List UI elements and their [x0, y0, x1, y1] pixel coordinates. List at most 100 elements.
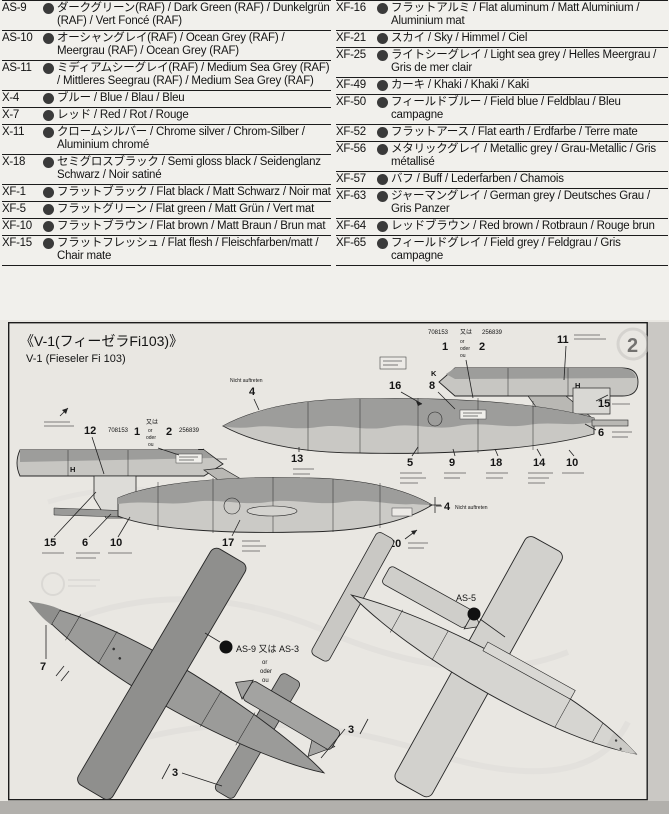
paint-table-row: XF-16 フラットアルミ / Flat aluminum / Matt Alu…: [336, 0, 668, 31]
paint-table-row: XF-63 ジャーマングレイ / German grey / Deutsches…: [336, 189, 668, 219]
paint-description: バフ / Buff / Lederfarben / Chamois: [391, 173, 564, 185]
page-bottom-band: [0, 801, 669, 814]
label-k: K: [431, 369, 437, 378]
paint-color-dot-icon: [43, 221, 54, 232]
paint-color-dot-icon: [43, 3, 54, 14]
v1-painting-diagram: 2 《V-1(フィーゼラFi103)》 V-1 (Fieseler Fi 103…: [8, 322, 648, 801]
paint-description: フラットアース / Flat earth / Erdfarbe / Terre …: [391, 126, 638, 138]
paint-color-dot-icon: [377, 80, 388, 91]
callout-2a: 2: [479, 341, 485, 353]
paint-description: スカイ / Sky / Himmel / Ciel: [391, 32, 528, 44]
note-nicht-auftreten-a: Nicht auftreten: [230, 378, 263, 384]
paint-color-dot-icon: [377, 50, 388, 61]
paint-description: レッド / Red / Rot / Rouge: [57, 109, 189, 121]
paint-table-row: X-7 レッド / Red / Rot / Rouge: [2, 108, 331, 125]
paint-code: AS-9: [2, 2, 27, 14]
callout-4b: 4: [444, 501, 451, 513]
callout-15a: 15: [598, 398, 610, 410]
paint-color-dot-icon: [43, 63, 54, 74]
callout-1a: 1: [442, 341, 448, 353]
paint-description: フラットアルミ / Flat aluminum / Matt Aluminium…: [391, 2, 640, 27]
alt-oder-as9: oder: [260, 669, 272, 675]
paint-table-row: XF-50 フィールドブルー / Field blue / Feldblau /…: [336, 95, 668, 125]
paint-description: クロームシルバー / Chrome silver / Chrom-Silber …: [57, 126, 305, 151]
label-h-a: H: [575, 381, 580, 390]
paint-label-as5: AS-5: [456, 593, 476, 603]
paint-code: XF-16: [336, 2, 366, 14]
side-view-b: [16, 449, 441, 533]
paint-table-row: XF-57 バフ / Buff / Lederfarben / Chamois: [336, 172, 668, 189]
paint-code: X-18: [2, 156, 26, 168]
paint-description: フラットブラック / Flat black / Matt Schwarz / N…: [57, 186, 331, 198]
paint-description: ミディアムシーグレイ(RAF) / Medium Sea Grey (RAF) …: [57, 62, 330, 87]
alt-ou-b: ou: [148, 442, 154, 448]
airframe-light: [311, 532, 638, 798]
paint-color-dot-icon: [43, 204, 54, 215]
callout-1b: 1: [134, 426, 140, 438]
callout-12: 12: [84, 425, 96, 437]
alt-or-a: or: [460, 339, 465, 345]
paint-description: セミグロスブラック / Semi gloss black / Seidengla…: [57, 156, 321, 181]
callout-8: 8: [429, 380, 435, 392]
alt-ou-as9: ou: [262, 678, 269, 684]
serial-708153-a: 708153: [428, 330, 449, 336]
callout-3a: 3: [172, 767, 178, 779]
paint-code: XF-64: [336, 220, 366, 232]
paint-table-row: XF-65 フィールドグレイ / Field grey / Feldgrau /…: [336, 236, 668, 266]
note-nicht-auftreten-b: Nicht auftreten: [455, 505, 488, 511]
paint-table-row: X-11 クロームシルバー / Chrome silver / Chrom-Si…: [2, 125, 331, 155]
paint-color-dot-icon: [43, 93, 54, 104]
paint-color-dot-icon: [377, 33, 388, 44]
paint-code: X-11: [2, 126, 25, 138]
paint-code: AS-10: [2, 32, 33, 44]
paint-color-dot-icon: [43, 157, 54, 168]
paint-code: XF-65: [336, 237, 366, 249]
paint-table-row: XF-10 フラットブラウン / Flat brown / Matt Braun…: [2, 219, 331, 236]
paint-description: フラットブラウン / Flat brown / Matt Braun / Bru…: [57, 220, 326, 232]
paint-table-row: AS-11 ミディアムシーグレイ(RAF) / Medium Sea Grey …: [2, 61, 331, 91]
v1-diagram-section: 2 《V-1(フィーゼラFi103)》 V-1 (Fieseler Fi 103…: [0, 320, 669, 802]
callout-2b: 2: [166, 426, 172, 438]
paint-color-dot-icon: [377, 97, 388, 108]
paint-description: フィールドグレイ / Field grey / Feldgrau / Gris …: [391, 237, 621, 262]
paint-dot-as9: [219, 640, 233, 654]
paint-table-row: XF-5 フラットグリーン / Flat green / Matt Grün /…: [2, 202, 331, 219]
paint-table-row: X-18 セミグロスブラック / Semi gloss black / Seid…: [2, 155, 331, 185]
alt-oder-a: oder: [460, 346, 470, 352]
paint-table-right-column: XF-16 フラットアルミ / Flat aluminum / Matt Alu…: [336, 0, 668, 266]
paint-color-dot-icon: [377, 127, 388, 138]
paint-color-dot-icon: [377, 221, 388, 232]
callout-18: 18: [490, 457, 502, 469]
paint-code: XF-5: [2, 203, 26, 215]
paint-description: フラットグリーン / Flat green / Matt Grün / Vert…: [57, 203, 315, 215]
callout-14: 14: [533, 457, 546, 469]
paint-description: ジャーマングレイ / German grey / Deutsches Grau …: [391, 190, 650, 215]
paint-code: XF-25: [336, 49, 366, 61]
paint-code: XF-56: [336, 143, 366, 155]
paint-code: XF-49: [336, 79, 366, 91]
callout-5: 5: [407, 457, 413, 469]
diagram-title-jp: 《V-1(フィーゼラFi103)》: [20, 333, 183, 349]
diagram-title-en: V-1 (Fieseler Fi 103): [26, 353, 126, 365]
alt-jp-a: 又は: [460, 329, 472, 336]
paint-code: AS-11: [2, 62, 32, 74]
alt-ou-a: ou: [460, 353, 466, 359]
alt-jp-b: 又は: [146, 419, 158, 426]
serial-256839-a: 256839: [482, 330, 503, 336]
airframe-dark: [28, 547, 341, 800]
paint-table-left-column: AS-9 ダークグリーン(RAF) / Dark Green (RAF) / D…: [2, 0, 331, 266]
paint-color-dot-icon: [377, 174, 388, 185]
paint-table-row: XF-1 フラットブラック / Flat black / Matt Schwar…: [2, 185, 331, 202]
callout-6a: 6: [598, 427, 604, 439]
paint-table-row: XF-49 カーキ / Khaki / Khaki / Kaki: [336, 78, 668, 95]
alt-or-as9: or: [262, 660, 267, 666]
paint-color-dot-icon: [43, 127, 54, 138]
paint-description: メタリックグレイ / Metallic grey / Grau-Metallic…: [391, 143, 656, 168]
paint-table-row: XF-25 ライトシーグレイ / Light sea grey / Helles…: [336, 48, 668, 78]
paint-code: XF-50: [336, 96, 366, 108]
side-view-b-callouts: 12 708153 1 又は or oder ou 2 256839 H 15 …: [42, 407, 488, 559]
callout-4a: 4: [249, 386, 256, 398]
callout-3b: 3: [348, 724, 354, 736]
paint-color-dot-icon: [43, 238, 54, 249]
diagram-border: [8, 322, 648, 801]
